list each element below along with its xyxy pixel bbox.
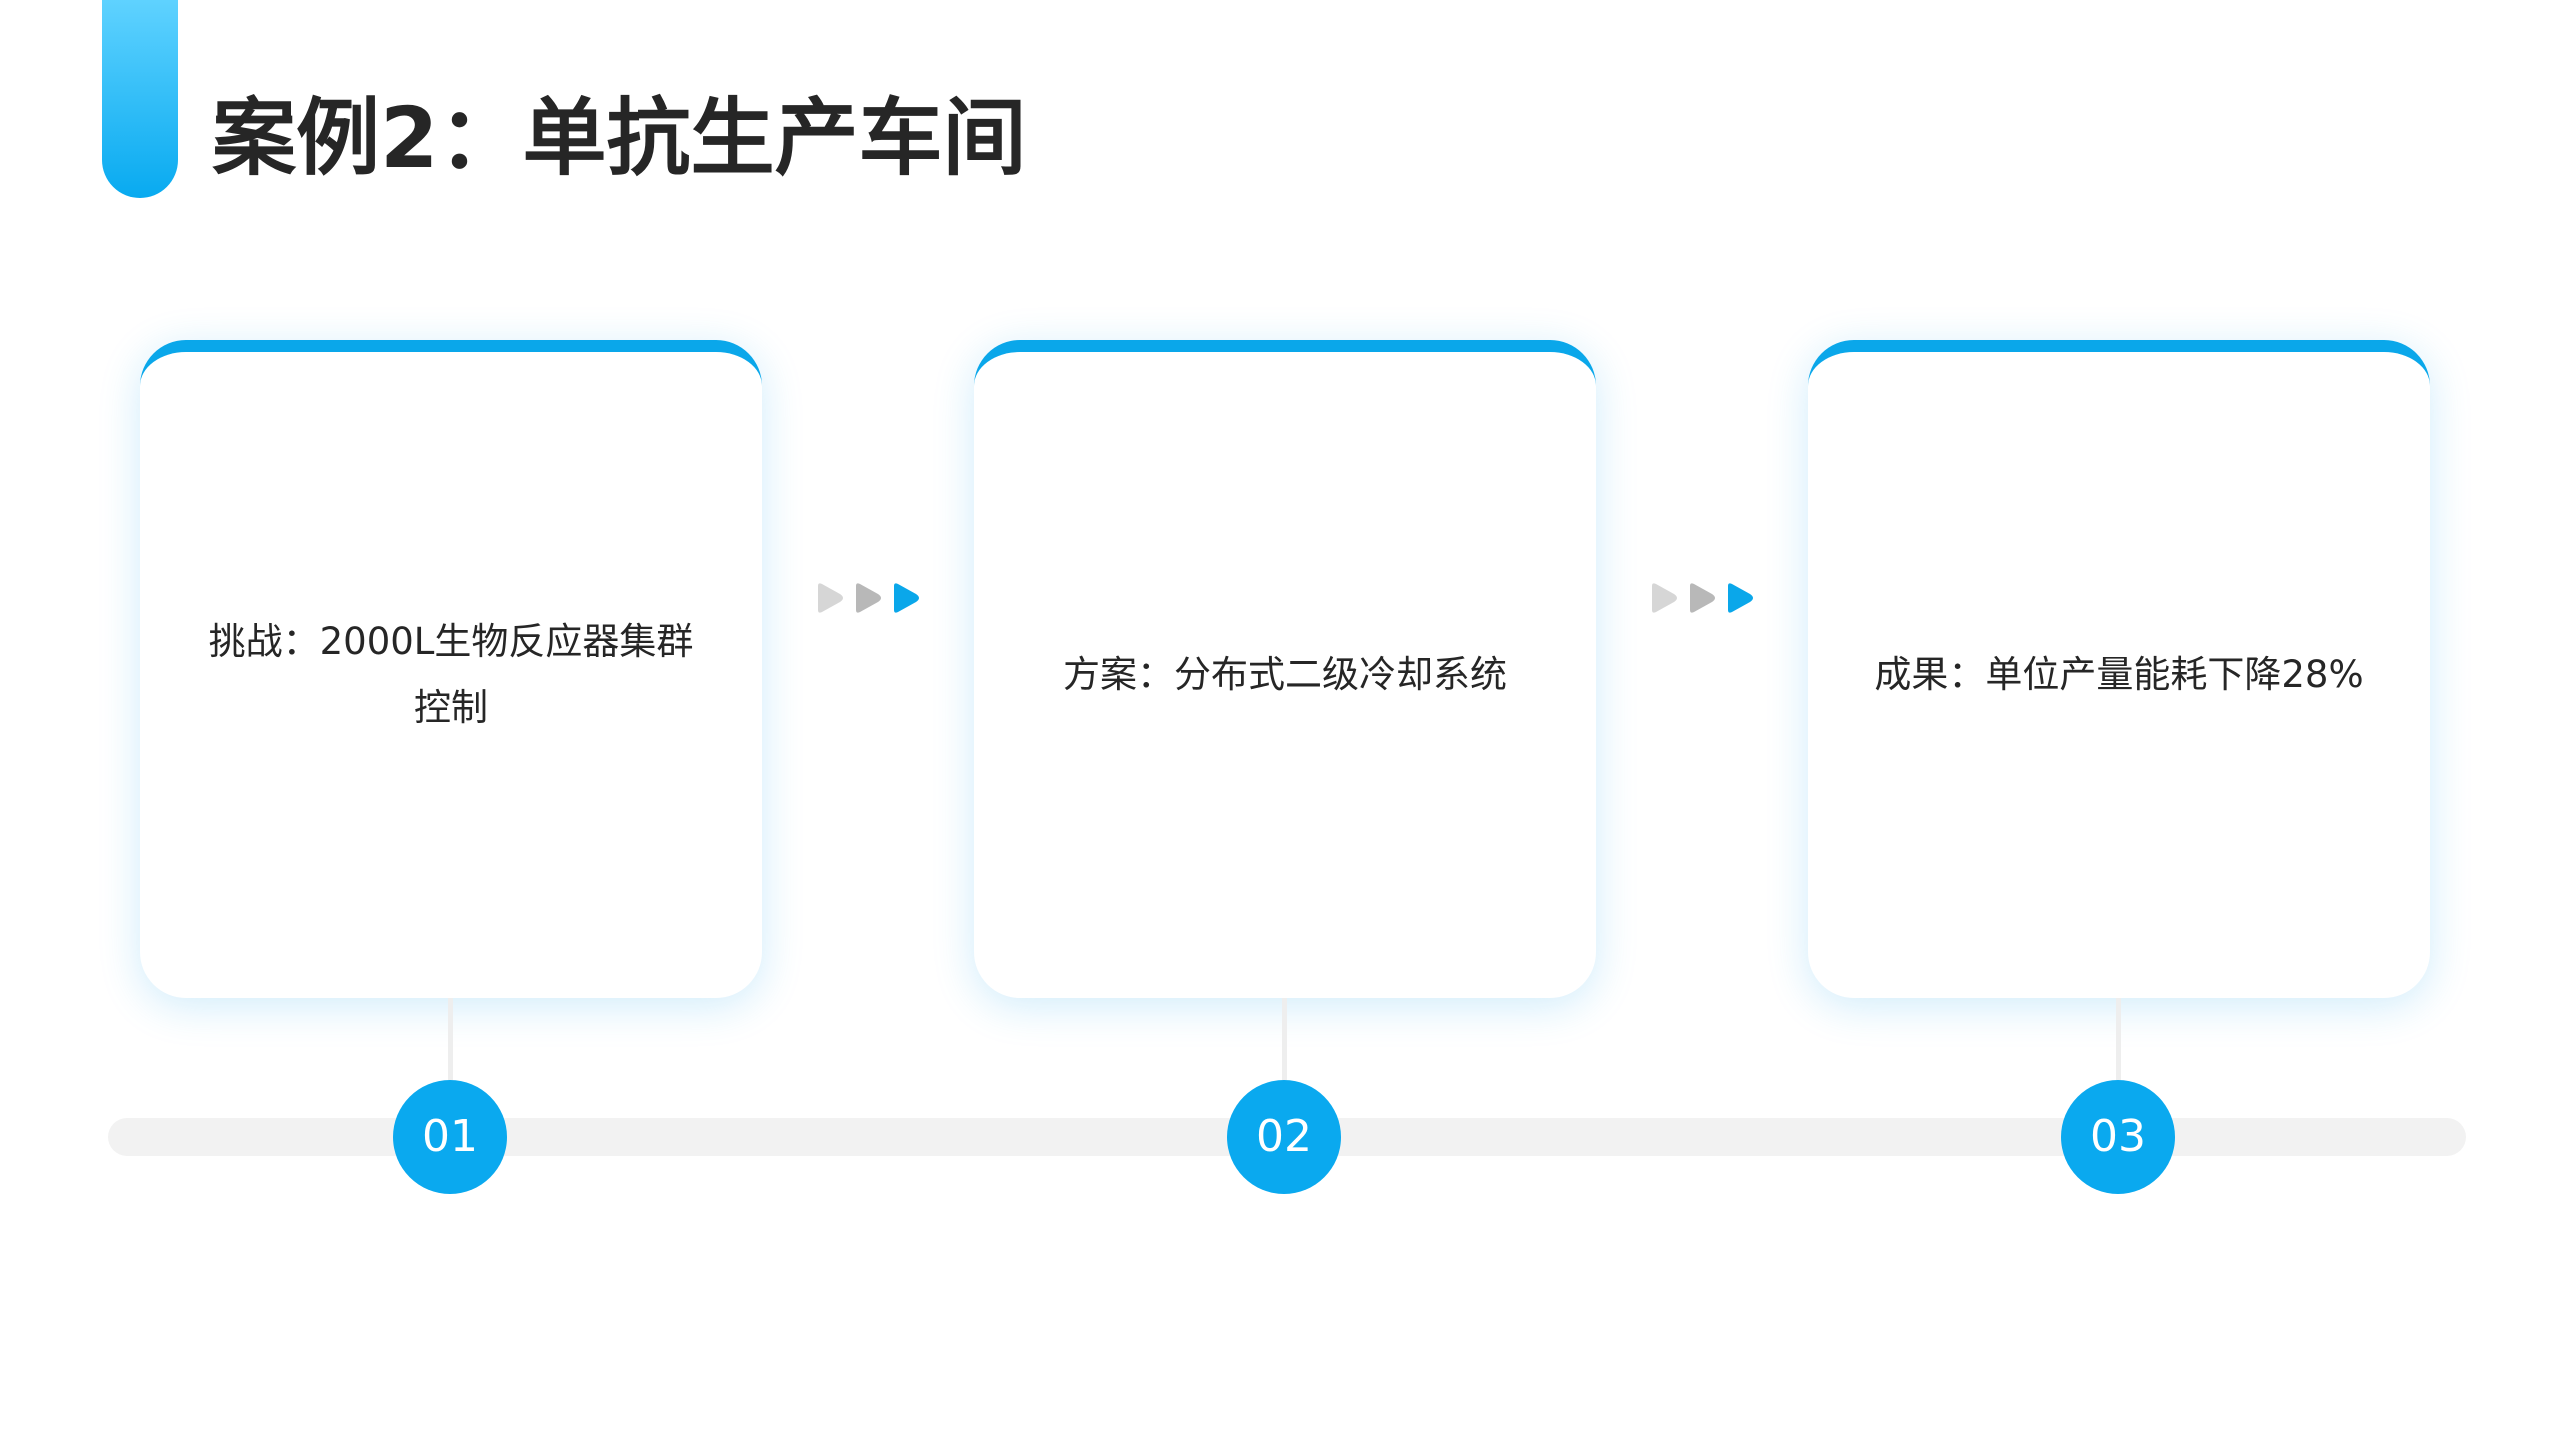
card-text: 挑战：2000L生物反应器集群控制 xyxy=(208,620,694,729)
card-text: 方案：分布式二级冷却系统 xyxy=(1063,653,1507,696)
step-card-solution: 方案：分布式二级冷却系统 xyxy=(974,340,1596,998)
title-accent-bar xyxy=(102,0,178,198)
step-number-badge: 02 xyxy=(1227,1080,1341,1194)
page-title: 案例2：单抗生产车间 xyxy=(212,89,1027,187)
card-connector xyxy=(1282,998,1287,1080)
step-number-badge: 03 xyxy=(2061,1080,2175,1194)
card-connector xyxy=(448,998,453,1080)
card-connector xyxy=(2116,998,2121,1080)
step-card-challenge: 挑战：2000L生物反应器集群控制 xyxy=(140,340,762,998)
flow-arrows-icon xyxy=(814,582,926,614)
step-card-result: 成果：单位产量能耗下降28% xyxy=(1808,340,2430,998)
flow-arrows-icon xyxy=(1648,582,1760,614)
card-text: 成果：单位产量能耗下降28% xyxy=(1874,653,2364,696)
step-number-badge: 01 xyxy=(393,1080,507,1194)
